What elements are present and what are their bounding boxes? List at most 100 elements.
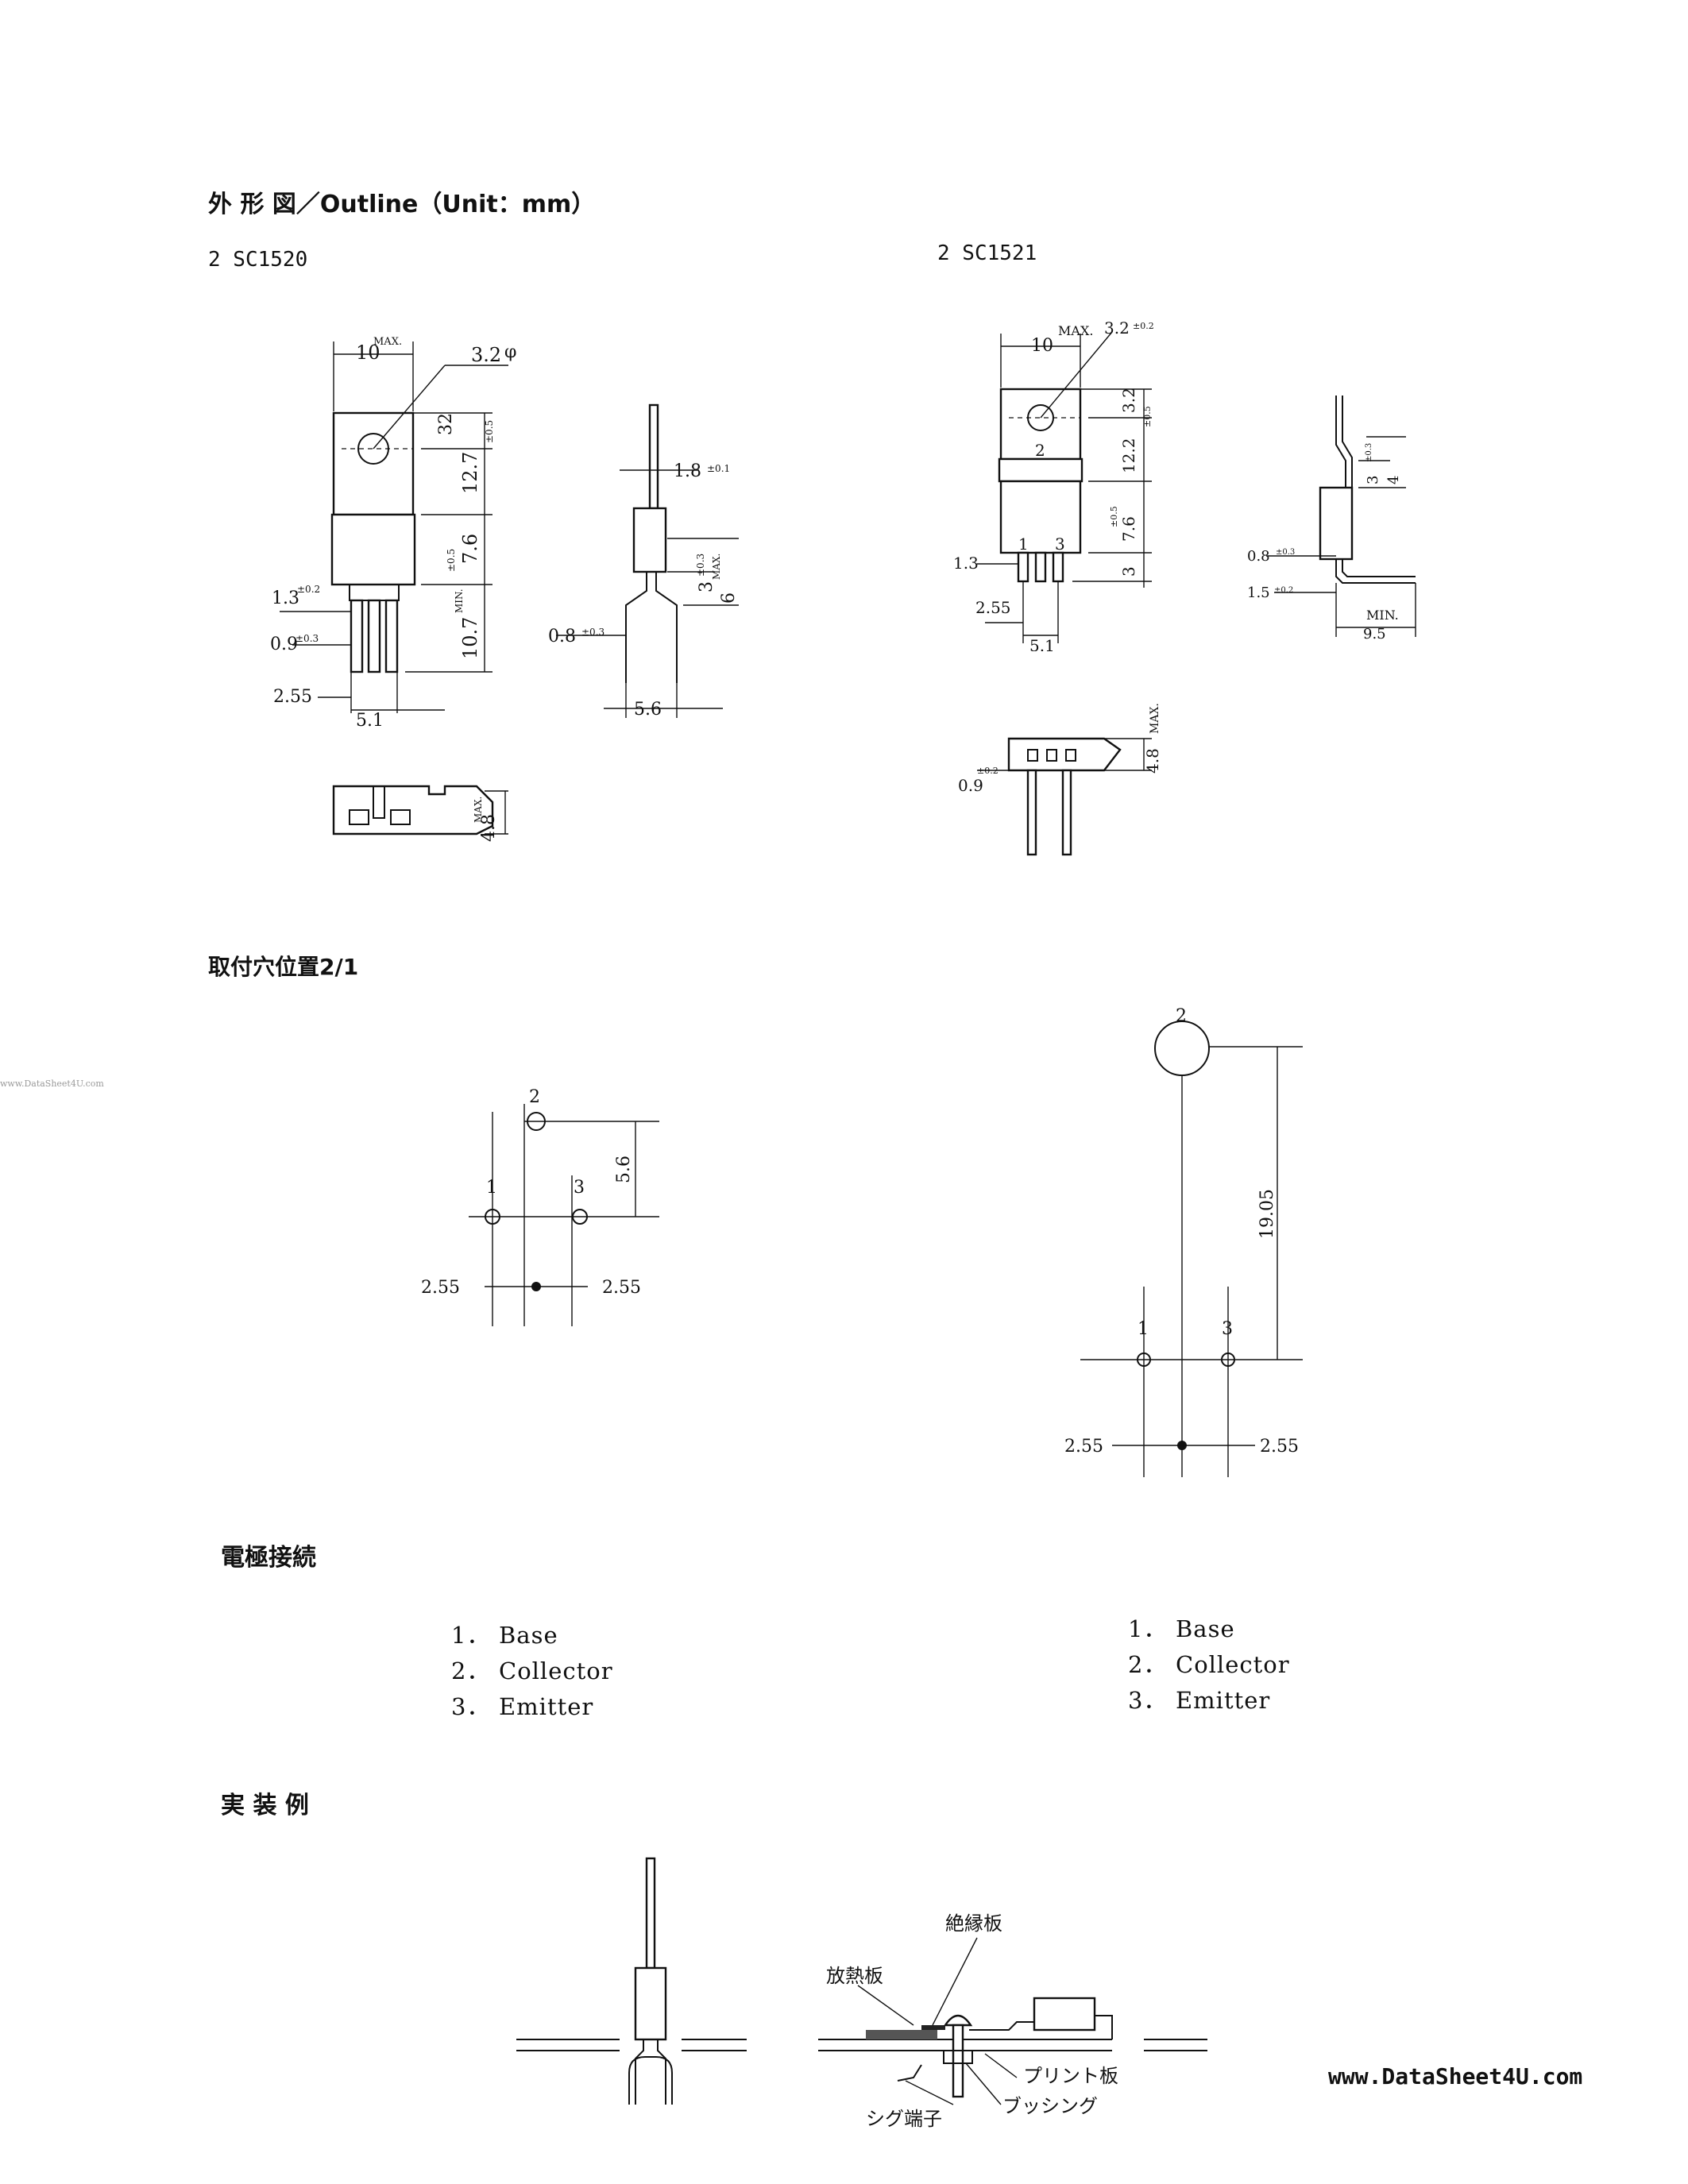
svg-text:6: 6 <box>719 592 739 604</box>
list-item: 3．Emitter <box>451 1693 594 1720</box>
2sc1521-side-drawing: 3 ±0.3 4 0.8 ±0.3 1.5 ±0.2 MIN. 9.5 <box>1247 396 1416 642</box>
screw-head <box>943 2014 973 2027</box>
svg-text:5.6: 5.6 <box>614 1156 634 1183</box>
svg-text:3: 3 <box>1055 534 1065 554</box>
svg-text:±0.3: ±0.3 <box>295 633 319 644</box>
2sc1521-front-drawing: 2 1 3 10 MAX. 3.2 ±0.2 3.2 12.2 ±0.5 7.6… <box>953 318 1154 651</box>
svg-text:2.55: 2.55 <box>1260 1437 1299 1457</box>
transistor-body-side <box>632 507 667 573</box>
svg-text:3: 3 <box>697 581 717 592</box>
svg-text:±0.2: ±0.2 <box>1133 321 1154 331</box>
svg-text:±0.5: ±0.5 <box>446 549 457 572</box>
svg-text:3.2: 3.2 <box>1104 318 1130 338</box>
hole-2 <box>1154 1021 1210 1076</box>
svg-text:±0.3: ±0.3 <box>695 554 706 577</box>
svg-text:φ: φ <box>504 342 516 362</box>
bushing <box>943 2050 973 2064</box>
svg-text:±0.5: ±0.5 <box>484 420 495 443</box>
transistor-body-side <box>1319 486 1354 561</box>
svg-text:0.9: 0.9 <box>958 776 983 795</box>
svg-text:3.2: 3.2 <box>1119 388 1138 413</box>
svg-text:2.55: 2.55 <box>1064 1437 1103 1457</box>
lead-3 <box>1052 551 1064 583</box>
svg-text:プリント板: プリント板 <box>1023 2065 1118 2087</box>
mounting-example-heading: 実 装 例 <box>221 1792 309 1819</box>
hole-1 <box>485 1209 500 1225</box>
lead-3 <box>384 599 399 673</box>
svg-text:±0.5: ±0.5 <box>1142 406 1153 427</box>
list-item: 3．Emitter <box>1128 1687 1271 1714</box>
svg-text:32: 32 <box>436 413 456 435</box>
bottom-outline <box>1007 737 1122 772</box>
lead-2 <box>1034 551 1047 583</box>
svg-text:3.2: 3.2 <box>471 344 501 366</box>
svg-text:0.9: 0.9 <box>270 635 298 654</box>
svg-text:7.6: 7.6 <box>459 534 481 564</box>
svg-text:±0.1: ±0.1 <box>707 463 730 474</box>
mounting-example-drawing: 絶縁板 放熱板 プリント板 シグ端子 ブッシング <box>516 1857 1207 2130</box>
svg-text:3: 3 <box>574 1178 585 1198</box>
list-item: 1．Base <box>451 1622 558 1649</box>
svg-text:1: 1 <box>1018 534 1029 554</box>
svg-text:1: 1 <box>1138 1319 1149 1339</box>
2sc1521-bottom-drawing: 4.8 MAX. 0.9 ±0.2 <box>958 703 1162 856</box>
svg-text:±0.2: ±0.2 <box>977 766 999 776</box>
svg-text:2.55: 2.55 <box>602 1278 641 1298</box>
svg-text:2: 2 <box>1035 441 1045 460</box>
outline-title: 外 形 図／Outline（Unit：mm） <box>208 191 596 218</box>
heatsink-plate <box>866 2030 937 2039</box>
svg-text:2.55: 2.55 <box>421 1278 460 1298</box>
transistor-body <box>999 480 1082 554</box>
hole-3 <box>572 1209 588 1225</box>
svg-text:4: 4 <box>1385 476 1402 484</box>
lead-1 <box>1017 551 1029 583</box>
2sc1520-bottom-drawing: 4.8 MAX. <box>332 785 508 842</box>
hole-1 <box>1137 1352 1151 1367</box>
svg-text:±0.2: ±0.2 <box>297 584 320 595</box>
electrode-connection-heading: 電極接続 <box>221 1544 316 1572</box>
svg-text:2: 2 <box>529 1087 540 1107</box>
svg-text:放熱板: 放熱板 <box>826 1965 883 1987</box>
svg-text:4.8: 4.8 <box>479 814 499 842</box>
svg-text:MIN.: MIN. <box>454 588 465 613</box>
transistor-vertical <box>634 1966 667 2041</box>
hole-pattern-left: 2 1 3 5.6 2.55 2.55 <box>421 1087 659 1326</box>
list-item: 2．Collector <box>1128 1651 1290 1678</box>
list-item: 2．Collector <box>451 1657 613 1684</box>
svg-text:MAX.: MAX. <box>1058 323 1093 338</box>
hole-2 <box>527 1112 546 1131</box>
svg-text:MIN.: MIN. <box>1366 608 1399 623</box>
svg-text:MAX.: MAX. <box>473 797 484 823</box>
svg-text:3: 3 <box>1119 566 1138 577</box>
svg-text:10: 10 <box>1031 336 1053 356</box>
model-2sc1521-label: 2 SC1521 <box>937 241 1037 265</box>
lead-2 <box>367 599 381 673</box>
2sc1520-side-drawing: 1.8 ±0.1 3 ±0.3 6 MAX. 0.8 ±0.3 5.6 <box>548 403 739 720</box>
svg-text:±0.2: ±0.2 <box>1274 586 1293 595</box>
heatsink-tab <box>999 388 1082 461</box>
svg-text:シグ端子: シグ端子 <box>866 2108 942 2130</box>
svg-text:±0.3: ±0.3 <box>581 627 605 638</box>
svg-text:1.3: 1.3 <box>272 588 299 608</box>
svg-text:MAX.: MAX. <box>711 554 722 580</box>
svg-text:±0.5: ±0.5 <box>1109 506 1119 527</box>
svg-text:19.05: 19.05 <box>1257 1189 1277 1239</box>
svg-text:2.55: 2.55 <box>975 598 1011 617</box>
2sc1520-front-drawing: 10 MAX. 3.2 φ 32 12.7 ±0.5 7.6 ±0.5 10.7… <box>270 336 516 731</box>
side-watermark: www.DataSheet4U.com <box>0 1078 104 1089</box>
svg-text:2.55: 2.55 <box>273 687 312 707</box>
svg-text:5.1: 5.1 <box>1029 636 1055 651</box>
list-item: 1．Base <box>1128 1615 1235 1642</box>
svg-text:1.5: 1.5 <box>1247 585 1270 601</box>
dim-text: 10 <box>356 341 380 364</box>
svg-text:10.7: 10.7 <box>459 617 481 659</box>
hole-3 <box>1221 1352 1235 1367</box>
svg-text:1: 1 <box>486 1178 497 1198</box>
svg-text:2: 2 <box>1176 1006 1187 1026</box>
svg-text:5.6: 5.6 <box>634 700 662 720</box>
transistor-body <box>330 513 416 586</box>
heatsink-tab-side <box>648 403 659 510</box>
svg-text:ブッシング: ブッシング <box>1002 2095 1098 2117</box>
screw <box>952 2024 964 2098</box>
